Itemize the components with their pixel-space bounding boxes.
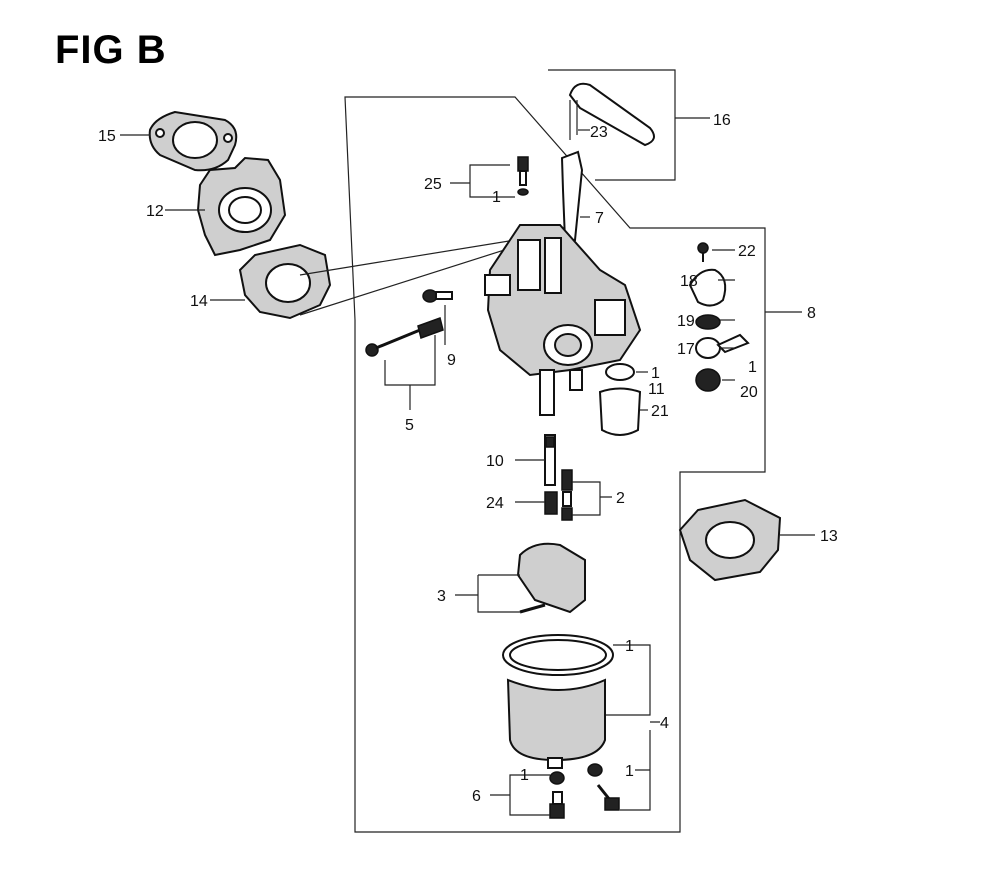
- part-10-jet: [544, 434, 556, 486]
- label-1-bolt: 1: [625, 763, 634, 780]
- label-22: 22: [738, 243, 756, 260]
- label-5: 5: [405, 417, 414, 434]
- label-14: 14: [190, 293, 208, 310]
- label-9: 9: [447, 352, 456, 369]
- label-25: 25: [424, 176, 442, 193]
- label-13: 13: [820, 528, 838, 545]
- part-17-diaphragm: [695, 333, 750, 359]
- part-12-insulator: [196, 156, 287, 257]
- carburetor-body: [484, 224, 642, 416]
- part-18-cover: [688, 268, 727, 307]
- part-20-body: [695, 368, 721, 392]
- label-7: 7: [595, 210, 604, 227]
- label-1-drain: 1: [520, 767, 529, 784]
- part-5-pilot-screw: [365, 317, 444, 357]
- part-24-jet: [544, 491, 558, 515]
- leader-lines: [120, 117, 815, 816]
- part-22-screw: [697, 242, 709, 262]
- part-2-jet-set: [561, 469, 573, 521]
- label-23: 23: [590, 124, 608, 141]
- label-18: 18: [680, 273, 698, 290]
- part-4-bolt: [587, 763, 620, 811]
- label-6: 6: [472, 788, 481, 805]
- part-25-screw: [517, 156, 529, 196]
- label-19: 19: [677, 313, 695, 330]
- part-19-spring: [695, 314, 721, 330]
- leader-14-carb: [299, 244, 521, 316]
- label-4: 4: [660, 715, 669, 732]
- lever-box: [548, 69, 676, 181]
- label-1-bowl: 1: [625, 638, 634, 655]
- label-12: 12: [146, 203, 164, 220]
- label-15: 15: [98, 128, 116, 145]
- figure-title: FIG B: [55, 28, 167, 72]
- label-20: 20: [740, 384, 758, 401]
- part-15-gasket: [148, 110, 238, 172]
- label-24: 24: [486, 495, 504, 512]
- part-7-link: [560, 150, 584, 241]
- label-2: 2: [616, 490, 625, 507]
- label-16: 16: [713, 112, 731, 129]
- label-1-oring: 1: [651, 365, 660, 382]
- label-10: 10: [486, 453, 504, 470]
- label-1-top: 1: [492, 189, 501, 206]
- part-11-oring: [605, 363, 635, 381]
- leader-14-carb-2: [299, 239, 516, 276]
- part-6-drain-screw: [549, 771, 565, 819]
- part-21-cup: [598, 387, 642, 436]
- part-16-lever: [568, 82, 655, 147]
- part-9-screw: [422, 289, 453, 303]
- part-14-gasket: [238, 243, 332, 320]
- label-3: 3: [437, 588, 446, 605]
- part-13-gasket: [678, 498, 782, 582]
- label-8: 8: [807, 305, 816, 322]
- part-4-float-bowl: [502, 634, 614, 769]
- label-1-right: 1: [748, 359, 757, 376]
- label-21: 21: [651, 403, 669, 420]
- part-3-float: [516, 542, 586, 614]
- label-11: 11: [648, 381, 665, 398]
- label-17: 17: [677, 341, 695, 358]
